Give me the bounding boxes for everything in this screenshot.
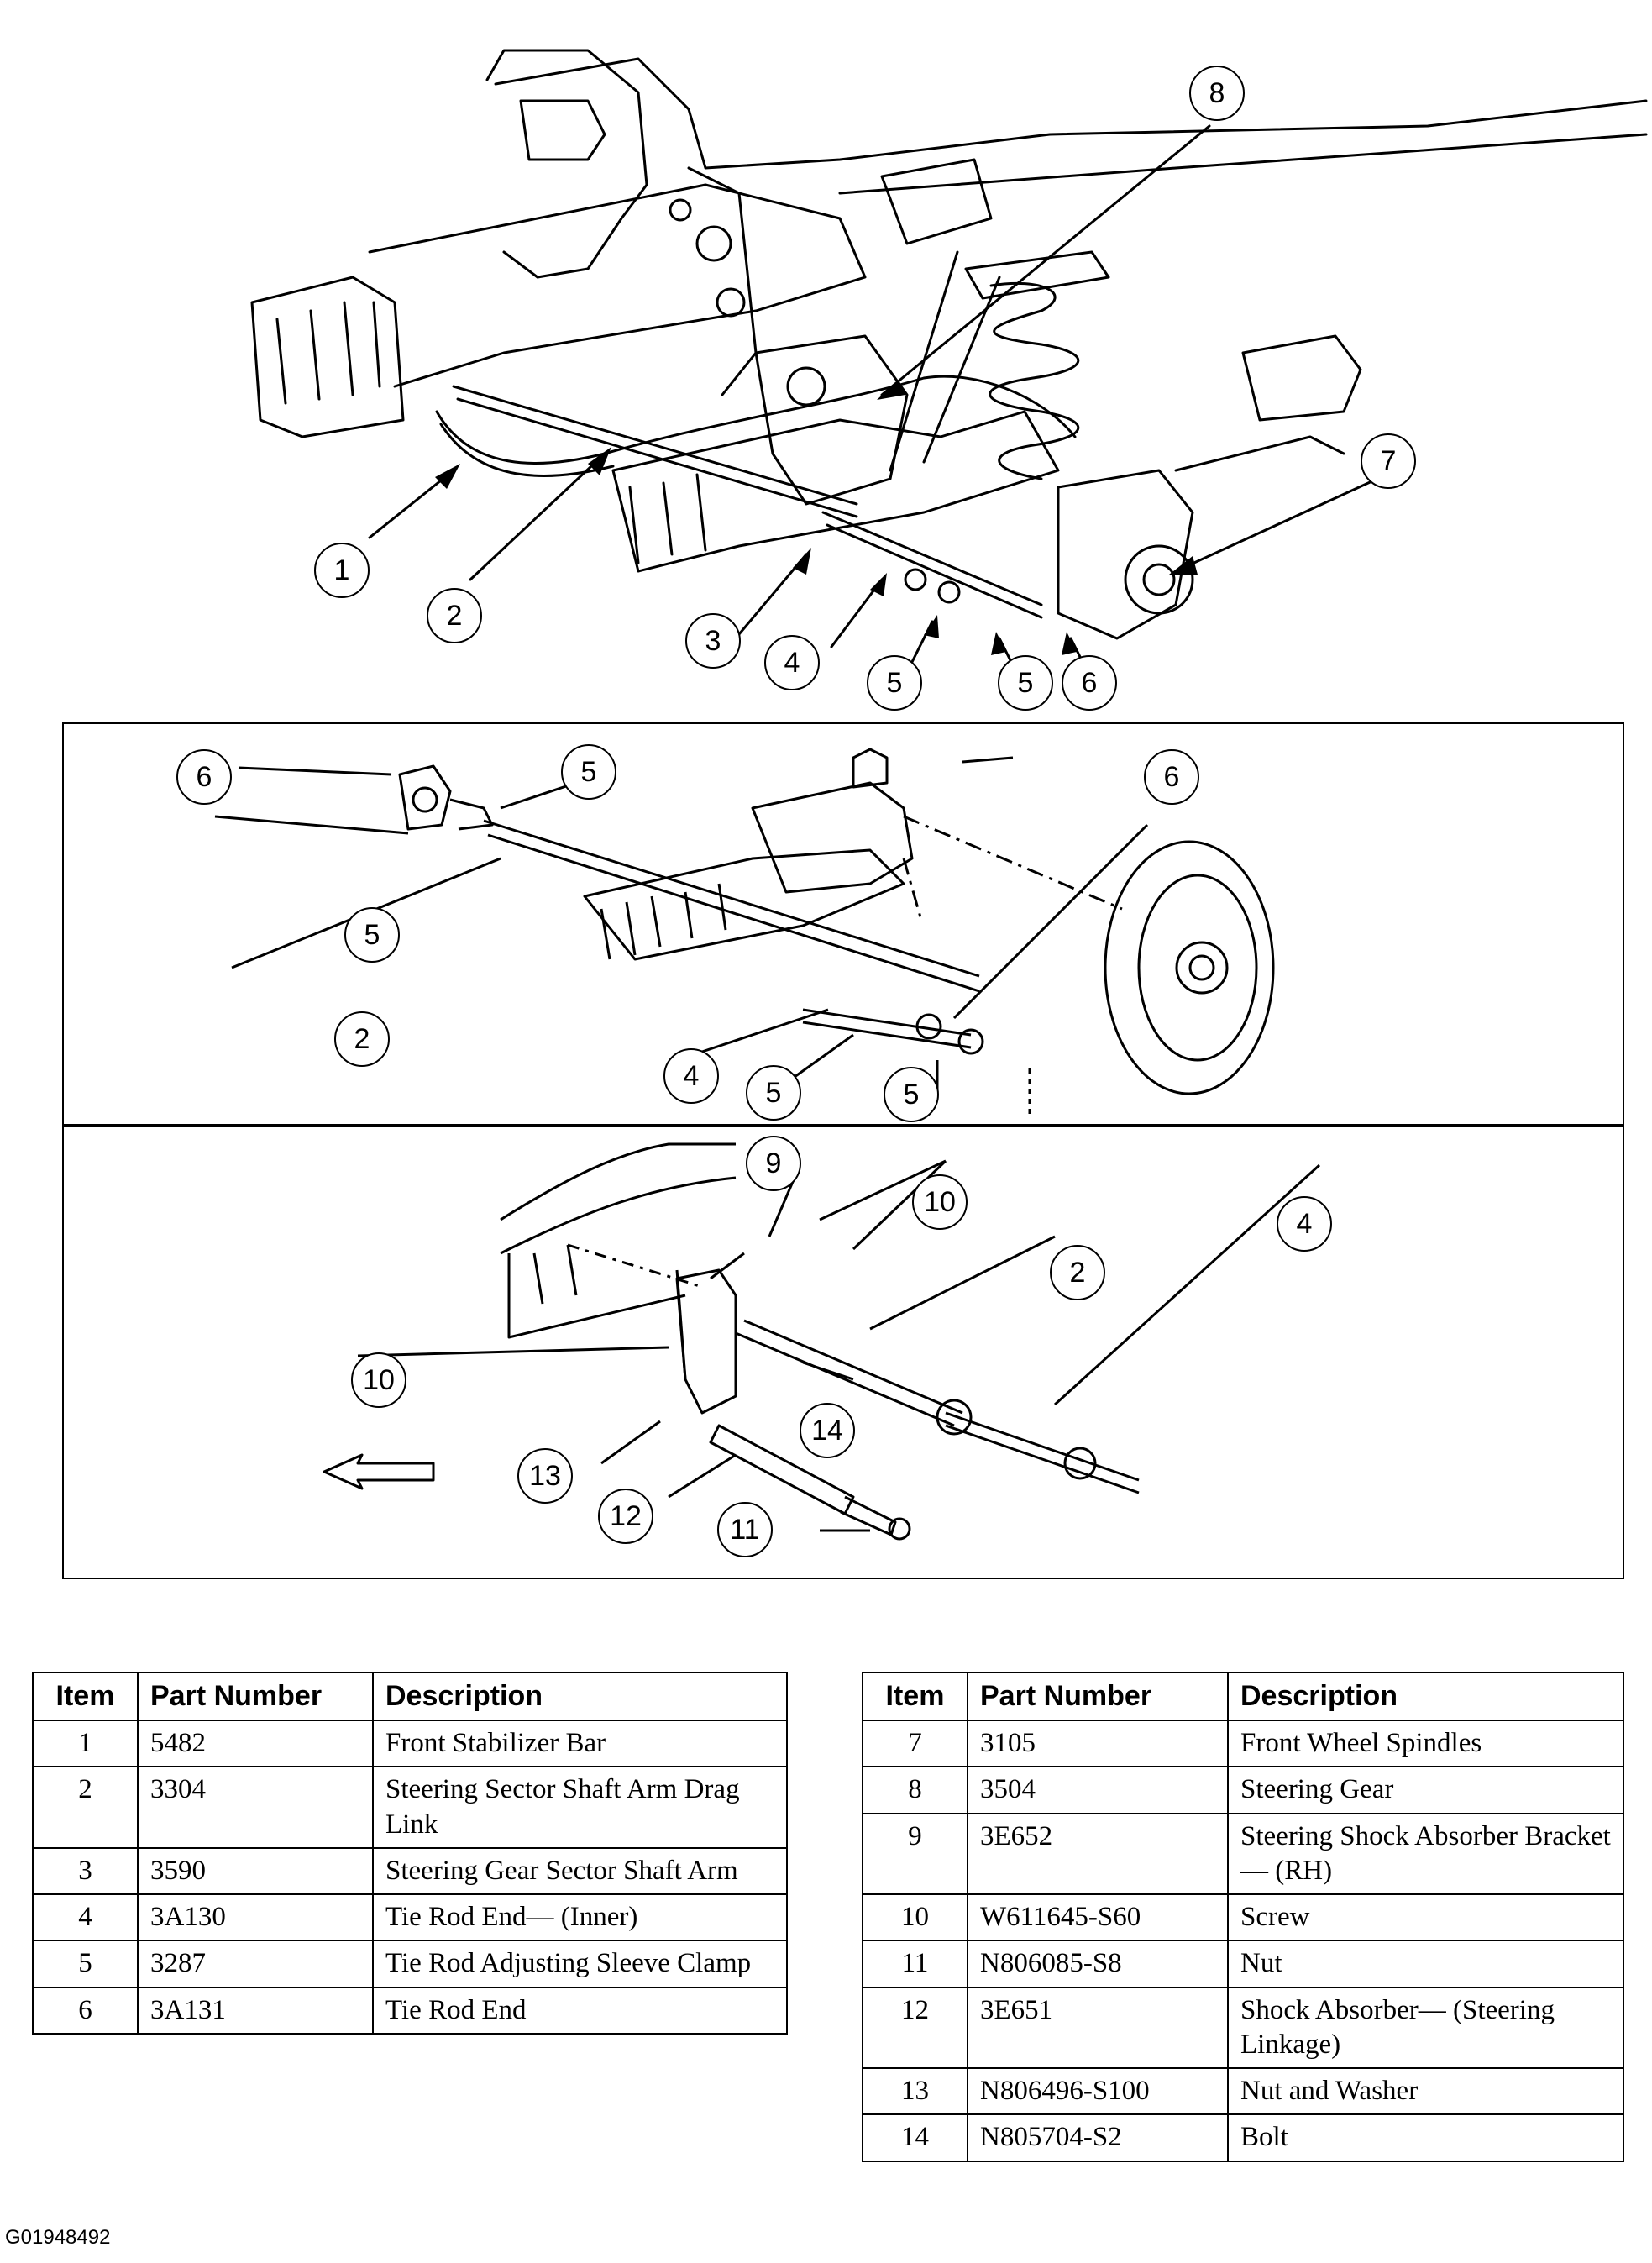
callout-4: 4 xyxy=(764,635,820,690)
shock-absorber-detail-illustration xyxy=(323,1142,1321,1541)
figure-id: G01948492 xyxy=(5,2226,111,2249)
description-cell: Bolt xyxy=(1227,2113,1624,2162)
callout-3: 3 xyxy=(685,613,741,669)
item-cell: 9 xyxy=(862,1812,968,1895)
item-cell: 1 xyxy=(32,1719,139,1768)
tie-rod-detail-panel xyxy=(62,722,1624,1126)
callout-8: 8 xyxy=(1189,66,1245,121)
callout-1: 1 xyxy=(314,543,370,598)
part-number-cell: 3287 xyxy=(137,1940,374,1988)
description-cell: Tie Rod Adjusting Sleeve Clamp xyxy=(372,1940,788,1988)
callout-6-left: 6 xyxy=(176,749,232,805)
callout-5-upper: 5 xyxy=(561,744,616,800)
item-cell: 7 xyxy=(862,1719,968,1768)
item-cell: 13 xyxy=(862,2066,968,2116)
callout-5-lower-b: 5 xyxy=(884,1067,939,1122)
description-cell: Tie Rod End xyxy=(372,1986,788,2035)
callout-7: 7 xyxy=(1361,433,1416,489)
description-cell: Nut and Washer xyxy=(1227,2066,1624,2116)
header-description: Description xyxy=(1227,1672,1624,1721)
item-cell: 12 xyxy=(862,1986,968,2069)
frame-steering-linkage-illustration xyxy=(250,49,1648,674)
callout-10-top: 10 xyxy=(912,1174,968,1230)
item-cell: 3 xyxy=(32,1846,139,1896)
description-cell: Steering Gear Sector Shaft Arm xyxy=(372,1846,788,1896)
callout-5-left: 5 xyxy=(344,907,400,963)
item-cell: 6 xyxy=(32,1986,139,2035)
callout-10-left: 10 xyxy=(351,1352,406,1408)
callout-11: 11 xyxy=(717,1502,773,1557)
part-number-cell: N806085-S8 xyxy=(967,1940,1229,1988)
item-cell: 2 xyxy=(32,1766,139,1849)
part-number-cell: 3E652 xyxy=(967,1812,1229,1895)
description-cell: Screw xyxy=(1227,1893,1624,1942)
header-part-number: Part Number xyxy=(967,1672,1229,1721)
callout-5b: 5 xyxy=(998,655,1053,711)
part-number-cell: 3A130 xyxy=(137,1893,374,1942)
callout-6: 6 xyxy=(1062,655,1117,711)
part-number-cell: 3105 xyxy=(967,1719,1229,1768)
callout-6-right: 6 xyxy=(1144,749,1199,805)
callout-5-lower-a: 5 xyxy=(746,1065,801,1121)
description-cell: Front Wheel Spindles xyxy=(1227,1719,1624,1768)
callout-9: 9 xyxy=(746,1136,801,1191)
shock-absorber-detail-panel xyxy=(62,1126,1624,1579)
callout-14: 14 xyxy=(800,1403,855,1458)
part-number-cell: 3590 xyxy=(137,1846,374,1896)
description-cell: Steering Gear xyxy=(1227,1766,1624,1814)
callout-4-middle: 4 xyxy=(663,1048,719,1104)
callout-2-bottom: 2 xyxy=(1050,1245,1105,1300)
tie-rod-detail-illustration xyxy=(214,748,1275,1119)
item-cell: 11 xyxy=(862,1940,968,1988)
description-cell: Tie Rod End— (Inner) xyxy=(372,1893,788,1942)
exploded-diagram: 1 2 3 4 5 5 6 7 8 xyxy=(62,49,1648,1579)
header-item: Item xyxy=(862,1672,968,1721)
header-item: Item xyxy=(32,1672,139,1721)
table-header-row: Item Part Number Description xyxy=(862,1672,1624,1721)
description-cell: Nut xyxy=(1227,1940,1624,1988)
item-cell: 8 xyxy=(862,1766,968,1814)
header-part-number: Part Number xyxy=(137,1672,374,1721)
part-number-cell: 5482 xyxy=(137,1719,374,1768)
callout-13: 13 xyxy=(517,1448,573,1504)
callout-12: 12 xyxy=(598,1489,653,1544)
part-number-cell: 3A131 xyxy=(137,1986,374,2035)
table-header-row: Item Part Number Description xyxy=(32,1672,788,1721)
part-number-cell: W611645-S60 xyxy=(967,1893,1229,1942)
callout-2-middle: 2 xyxy=(334,1011,390,1067)
header-description: Description xyxy=(372,1672,788,1721)
part-number-cell: 3E651 xyxy=(967,1986,1229,2069)
description-cell: Steering Shock Absorber Bracket— (RH) xyxy=(1227,1812,1624,1895)
part-number-cell: N806496-S100 xyxy=(967,2066,1229,2116)
callout-4-bottom: 4 xyxy=(1277,1196,1332,1252)
description-cell: Front Stabilizer Bar xyxy=(372,1719,788,1768)
item-cell: 4 xyxy=(32,1893,139,1942)
item-cell: 14 xyxy=(862,2113,968,2162)
description-cell: Steering Sector Shaft Arm Drag Link xyxy=(372,1766,788,1849)
part-number-cell: N805704-S2 xyxy=(967,2113,1229,2162)
item-cell: 5 xyxy=(32,1940,139,1988)
part-number-cell: 3304 xyxy=(137,1766,374,1849)
callout-2: 2 xyxy=(427,588,482,643)
callout-5a: 5 xyxy=(867,655,922,711)
description-cell: Shock Absorber— (Steering Linkage) xyxy=(1227,1986,1624,2069)
part-number-cell: 3504 xyxy=(967,1766,1229,1814)
item-cell: 10 xyxy=(862,1893,968,1942)
